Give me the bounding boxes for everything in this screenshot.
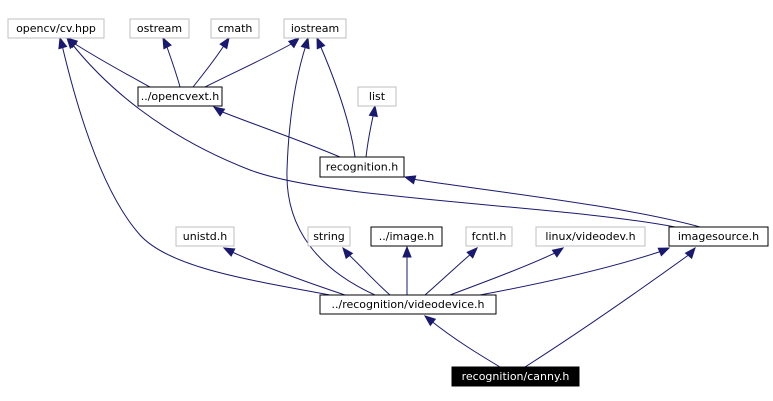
edge-videodevice-h-to-image-h bbox=[402, 245, 412, 296]
arrowhead bbox=[466, 247, 478, 259]
node-string[interactable]: string bbox=[307, 226, 351, 247]
arrowhead bbox=[403, 175, 417, 185]
edge-line bbox=[424, 315, 501, 368]
edge-videodevice-h-to-string bbox=[342, 246, 391, 296]
arrowhead bbox=[300, 36, 310, 50]
node-label: recognition/canny.h bbox=[462, 370, 570, 383]
node-iostream[interactable]: iostream bbox=[283, 18, 347, 39]
node-image-h[interactable]: ../image.h bbox=[370, 226, 443, 247]
node-canny-h[interactable]: recognition/canny.h bbox=[451, 366, 580, 387]
arrowhead bbox=[212, 106, 226, 117]
arrowhead bbox=[684, 246, 696, 260]
edge-videodevice-h-to-opencv-cv-hpp bbox=[58, 36, 331, 296]
node-label: linux/videodev.h bbox=[545, 230, 635, 243]
edge-videodevice-h-to-linux-videodev-h bbox=[449, 247, 565, 296]
edge-opencvext-h-to-cmath bbox=[192, 36, 230, 88]
arrowhead bbox=[222, 247, 236, 257]
node-imagesource-h[interactable]: imagesource.h bbox=[668, 226, 769, 247]
arrowhead bbox=[162, 36, 172, 50]
edge-imagesource-h-to-opencv-cv-hpp bbox=[66, 36, 676, 228]
edge-line bbox=[449, 247, 564, 296]
node-ostream[interactable]: ostream bbox=[129, 18, 190, 39]
edge-line bbox=[59, 37, 331, 296]
node-opencvext-h[interactable]: ../opencvext.h bbox=[137, 86, 223, 107]
arrowhead bbox=[219, 36, 230, 50]
edge-videodevice-h-to-imagesource-h bbox=[479, 247, 671, 296]
node-list[interactable]: list bbox=[357, 86, 397, 107]
arrowhead bbox=[551, 247, 565, 258]
edge-recognition-h-to-opencvext-h bbox=[212, 106, 341, 158]
node-label: opencv/cv.hpp bbox=[16, 22, 96, 35]
node-cmath[interactable]: cmath bbox=[210, 18, 260, 39]
node-label: list bbox=[369, 90, 386, 103]
edges-layer bbox=[58, 36, 701, 368]
edge-line bbox=[223, 247, 346, 296]
edge-line bbox=[286, 37, 376, 296]
node-label: ostream bbox=[137, 22, 182, 35]
edge-canny-h-to-imagesource-h bbox=[524, 246, 696, 368]
arrowhead bbox=[287, 37, 301, 49]
edge-videodevice-h-to-unistd-h bbox=[222, 247, 346, 296]
node-label: recognition.h bbox=[326, 161, 398, 174]
node-label: imagesource.h bbox=[678, 230, 759, 243]
node-videodevice-h[interactable]: ../recognition/videodevice.h bbox=[319, 294, 497, 315]
arrowhead bbox=[423, 315, 437, 327]
edge-videodevice-h-to-fcntl-h bbox=[424, 247, 478, 296]
edge-videodevice-h-to-iostream bbox=[286, 36, 376, 296]
node-fcntl-h[interactable]: fcntl.h bbox=[465, 226, 513, 247]
edge-recognition-h-to-iostream bbox=[316, 36, 356, 158]
edge-opencvext-h-to-iostream bbox=[204, 37, 301, 88]
node-label: ../recognition/videodevice.h bbox=[332, 298, 485, 311]
edge-imagesource-h-to-recognition-h bbox=[403, 175, 701, 228]
edge-recognition-h-to-list bbox=[365, 104, 378, 158]
edge-canny-h-to-videodevice-h bbox=[423, 315, 501, 368]
arrowhead bbox=[368, 104, 378, 118]
edge-line bbox=[316, 37, 356, 158]
edge-opencvext-h-to-opencv-cv-hpp bbox=[65, 37, 151, 88]
edge-opencvext-h-to-ostream bbox=[162, 36, 181, 88]
arrowhead bbox=[316, 36, 326, 50]
edge-line bbox=[404, 176, 701, 228]
edge-line bbox=[479, 247, 670, 296]
node-recognition-h[interactable]: recognition.h bbox=[319, 156, 405, 178]
arrowhead bbox=[657, 247, 671, 257]
edge-line bbox=[213, 106, 341, 158]
node-linux-videodev-h[interactable]: linux/videodev.h bbox=[535, 226, 646, 247]
node-label: unistd.h bbox=[183, 230, 228, 243]
node-label: cmath bbox=[218, 22, 253, 35]
edge-line bbox=[66, 37, 676, 228]
node-label: ../opencvext.h bbox=[141, 90, 220, 103]
node-label: iostream bbox=[291, 22, 339, 35]
node-opencv-cv-hpp[interactable]: opencv/cv.hpp bbox=[7, 18, 105, 39]
node-label: string bbox=[313, 230, 345, 243]
arrowhead bbox=[342, 246, 354, 260]
node-label: ../image.h bbox=[379, 230, 434, 243]
node-unistd-h[interactable]: unistd.h bbox=[175, 226, 235, 247]
edge-line bbox=[204, 37, 300, 88]
nodes-layer: opencv/cv.hpp ostream cmath iostream ../… bbox=[7, 18, 769, 387]
arrowhead bbox=[66, 36, 78, 50]
edge-line bbox=[66, 37, 151, 88]
arrowhead bbox=[402, 245, 412, 258]
edge-line bbox=[524, 247, 696, 368]
node-label: fcntl.h bbox=[472, 230, 507, 243]
arrowhead bbox=[58, 36, 68, 50]
